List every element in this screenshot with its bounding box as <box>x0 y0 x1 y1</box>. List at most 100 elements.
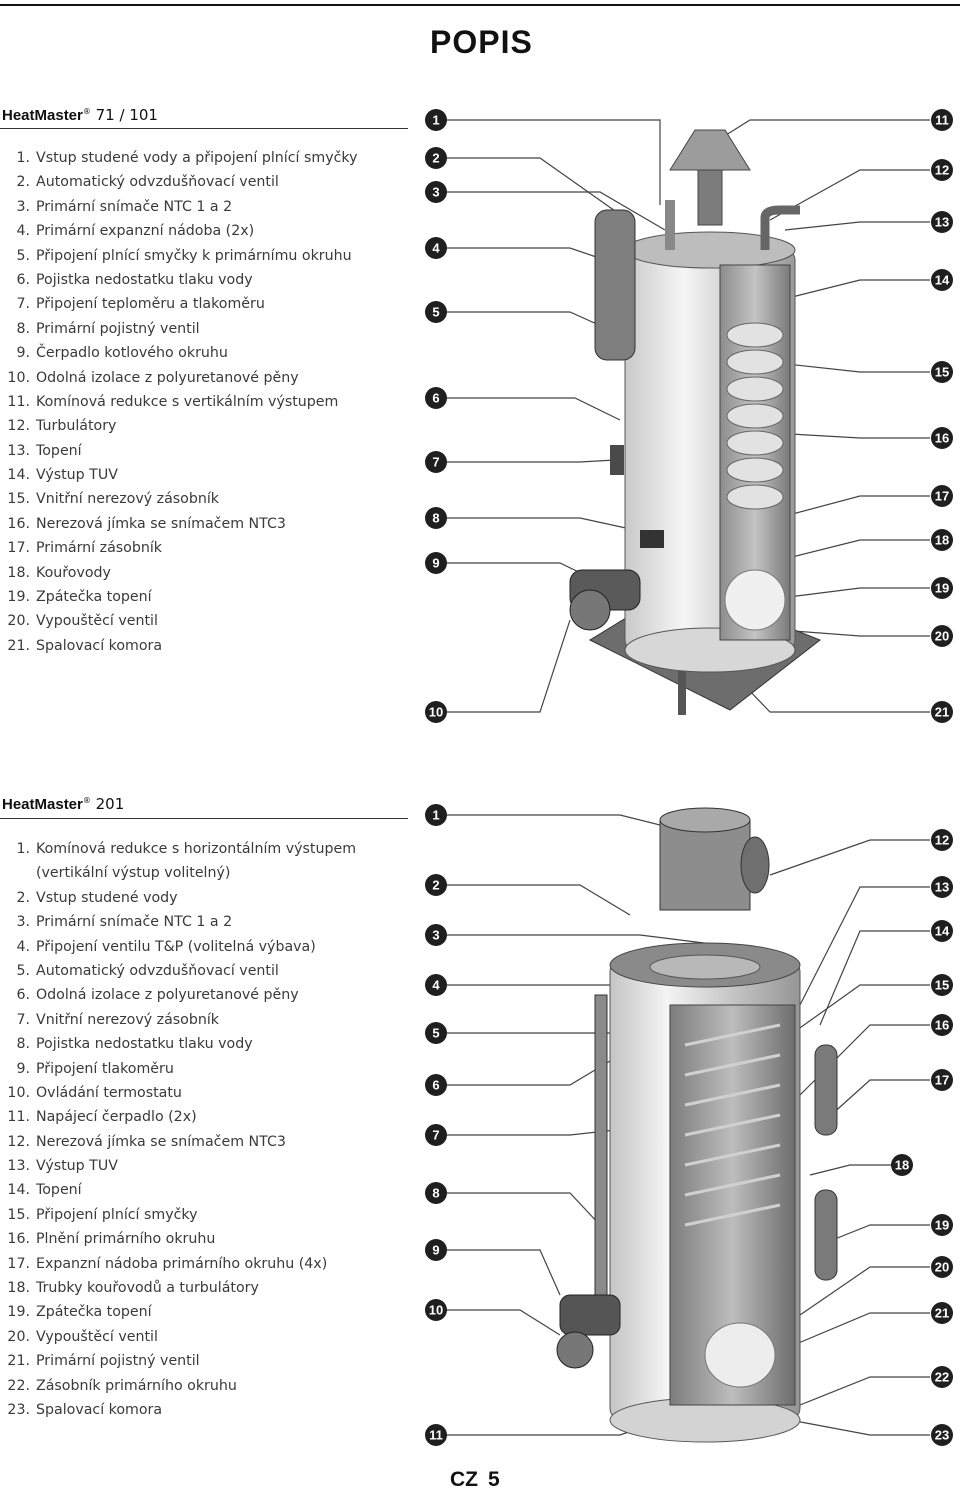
callout-number: 21 <box>935 705 949 720</box>
callout-7: 7 <box>425 1124 447 1146</box>
item-label: Vypouštěcí ventil <box>36 1328 158 1345</box>
item-label: Připojení ventilu T&P (volitelná výbava) <box>36 938 316 955</box>
callout-21: 21 <box>931 1302 953 1324</box>
callout-21: 21 <box>931 701 953 723</box>
item-number: 12. <box>7 1133 30 1150</box>
callout-3: 3 <box>425 924 447 946</box>
callout-number: 13 <box>935 880 949 895</box>
top-rule <box>0 4 960 6</box>
item-label: Zásobník primárního okruhu <box>36 1377 237 1394</box>
callout-number: 19 <box>935 581 949 596</box>
callout-7: 7 <box>425 451 447 473</box>
item-number: 4. <box>16 938 30 955</box>
callout-3: 3 <box>425 181 447 203</box>
callout-number: 14 <box>935 273 950 288</box>
item-number: 9. <box>16 345 30 362</box>
item-label: Primární snímače NTC 1 a 2 <box>36 914 233 931</box>
callout-number: 2 <box>432 151 439 166</box>
callout-13: 13 <box>931 876 953 898</box>
item-number: 4. <box>16 223 30 240</box>
item-number: 11. <box>7 393 30 410</box>
callout-8: 8 <box>425 507 447 529</box>
item-label: Připojení tlakoměru <box>36 1060 174 1077</box>
item-label: Pojistka nedostatku tlaku vody <box>36 271 253 288</box>
item-label: Primární pojistný ventil <box>36 1353 200 1370</box>
item-label: Vnitřní nerezový zásobník <box>36 1011 219 1028</box>
page-title: POPIS <box>430 24 533 60</box>
item-label: Plnění primárního okruhu <box>36 1231 216 1248</box>
callout-2: 2 <box>425 874 447 896</box>
item-label: Trubky kouřovodů a turbulátory <box>36 1280 259 1297</box>
item-label: Odolná izolace z polyuretanové pěny <box>36 369 299 386</box>
callout-2: 2 <box>425 147 447 169</box>
callout-number: 4 <box>432 978 440 993</box>
callout-10: 10 <box>425 701 447 723</box>
item-number: 15. <box>7 1206 30 1223</box>
registered-mark: ® <box>82 107 91 116</box>
callout-16: 16 <box>931 1014 953 1036</box>
item-number: 5. <box>16 247 30 264</box>
registered-mark: ® <box>82 796 91 805</box>
item-number: 21. <box>7 1353 30 1370</box>
item-label: Pojistka nedostatku tlaku vody <box>36 1036 253 1053</box>
callout-number: 2 <box>432 878 439 893</box>
callout-number: 23 <box>935 1428 949 1443</box>
callout-number: 1 <box>432 808 439 823</box>
section-heading: HeatMaster® 201 <box>2 795 124 813</box>
callout-number: 1 <box>432 113 439 128</box>
item-label: Automatický odvzdušňovací ventil <box>36 962 279 979</box>
callout-number: 3 <box>432 928 439 943</box>
callout-8: 8 <box>425 1182 447 1204</box>
item-label: Primární pojistný ventil <box>36 320 200 337</box>
item-label: Zpátečka topení <box>36 1304 152 1321</box>
item-label: Turbulátory <box>36 418 117 435</box>
item-label: Vstup studené vody <box>36 889 178 906</box>
item-label: Čerpadlo kotlového okruhu <box>36 345 228 362</box>
item-number: 13. <box>7 442 30 459</box>
callout-number: 8 <box>432 1186 439 1201</box>
callout-number: 19 <box>935 1218 949 1233</box>
item-number: 14. <box>7 467 30 484</box>
callout-number: 11 <box>935 113 949 128</box>
callout-number: 13 <box>935 215 949 230</box>
callout-number: 22 <box>935 1370 949 1385</box>
callout-22: 22 <box>931 1366 953 1388</box>
callout-9: 9 <box>425 552 447 574</box>
item-label: Primární snímače NTC 1 a 2 <box>36 198 233 215</box>
callout-19: 19 <box>931 1214 953 1236</box>
item-number: 14. <box>7 1182 30 1199</box>
item-number: 7. <box>16 296 30 313</box>
item-label: Topení <box>36 442 82 459</box>
model-name: 201 <box>90 795 125 813</box>
callout-4: 4 <box>425 237 447 259</box>
item-number: 12. <box>7 418 30 435</box>
callout-15: 15 <box>931 974 953 996</box>
callout-number: 11 <box>429 1428 443 1443</box>
language-code: CZ <box>450 1468 478 1491</box>
item-number: 16. <box>7 1231 30 1248</box>
item-number: 3. <box>16 914 30 931</box>
item-label: Výstup TUV <box>36 1158 118 1175</box>
item-number: 18. <box>7 1280 30 1297</box>
callout-number: 10 <box>429 705 443 720</box>
callout-11: 11 <box>425 1424 447 1446</box>
item-number: 22. <box>7 1377 30 1394</box>
item-number: 2. <box>16 889 30 906</box>
callout-number: 20 <box>935 629 949 644</box>
callout-number: 5 <box>432 305 439 320</box>
item-label: Automatický odvzdušňovací ventil <box>36 174 279 191</box>
item-label: Komínová redukce s vertikálním výstupem <box>36 393 339 410</box>
callout-number: 17 <box>935 489 949 504</box>
callout-number: 7 <box>432 1128 439 1143</box>
callout-18: 18 <box>891 1154 913 1176</box>
callout-number: 12 <box>935 163 949 178</box>
item-number: 3. <box>16 198 30 215</box>
item-label: Primární zásobník <box>36 540 162 557</box>
item-number: 6. <box>16 987 30 1004</box>
item-number: 17. <box>7 1255 30 1272</box>
callout-6: 6 <box>425 1074 447 1096</box>
callout-number: 18 <box>895 1158 909 1173</box>
item-label: Vnitřní nerezový zásobník <box>36 491 219 508</box>
